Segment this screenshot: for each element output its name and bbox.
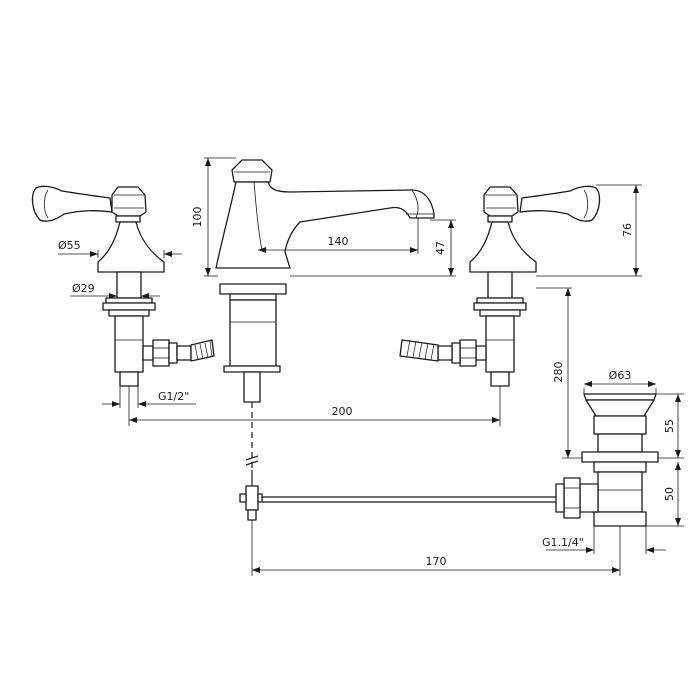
dim-waste-thread: G1.1/4" [542,536,584,549]
pop-up-waste [239,393,659,527]
right-hub [483,186,519,217]
spout-cap [231,159,273,183]
right-lever [519,185,601,222]
dim-waste-flange-diameter: Ø63 [609,369,632,382]
dim-flange-diameter: Ø55 [58,239,81,252]
left-flange [97,221,165,273]
dim-waste-upper: 55 [663,419,676,433]
dim-rod-length: 170 [426,555,447,568]
right-flange [469,221,537,273]
dimension-labels: 100 140 47 76 Ø55 Ø29 G1/2" 200 Ø63 280 … [58,207,676,569]
dim-spout-reach: 140 [328,235,349,248]
waste-connector [563,477,581,519]
right-nut [459,339,477,367]
left-valve [31,185,215,387]
left-hub [111,186,147,217]
dim-body-diameter: Ø29 [72,282,95,295]
spout [215,159,435,470]
left-nut [152,339,170,367]
rod-clamp [245,485,259,511]
dim-waste-lower: 50 [663,487,676,501]
left-lever [31,185,113,222]
right-valve [399,185,601,387]
spout-body [215,181,435,269]
dim-centre-distance: 200 [332,405,353,418]
dim-spout-outlet-height: 47 [434,241,447,255]
dimension-lines [58,157,684,576]
waste-flange [583,393,657,401]
dim-handle-height: 76 [621,223,634,237]
dim-spout-height: 100 [191,207,204,228]
dim-inlet-thread: G1/2" [158,390,189,403]
dim-waste-length: 280 [552,362,565,383]
